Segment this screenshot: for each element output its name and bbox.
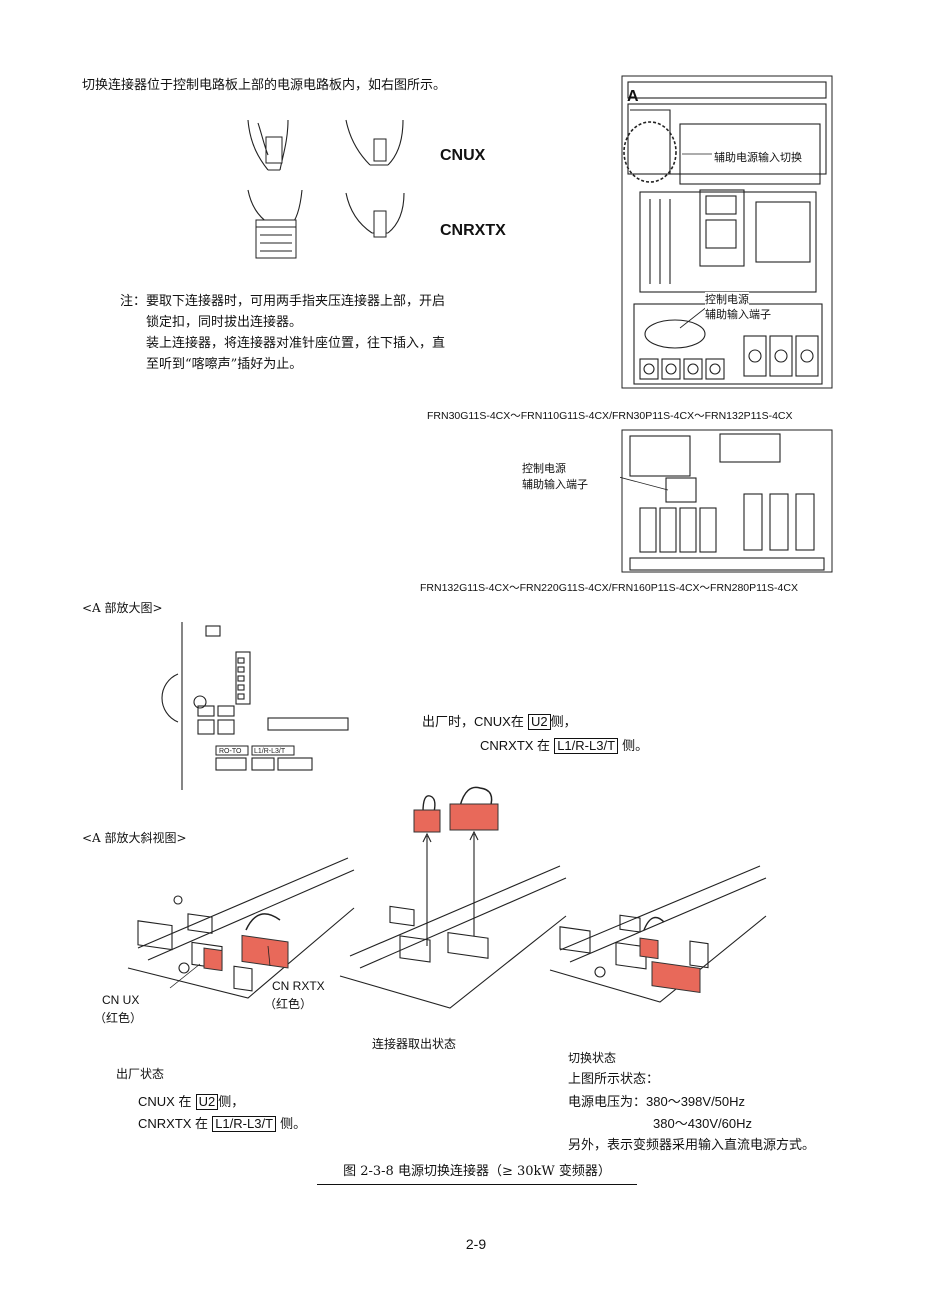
- label-cn-rxtx: CN RXTX: [272, 979, 325, 993]
- factory-setting-line-2: CNRXTX 在 L1/R-L3/T 侧。: [480, 738, 649, 754]
- intro-text: 切换连接器位于控制电路板上部的电源电路板内，如右图所示。: [82, 78, 447, 93]
- svg-text:RO-TO: RO-TO: [219, 748, 242, 755]
- oblique-removed-illustration: [339, 786, 567, 1009]
- label-red-2: （红色）: [264, 997, 313, 1011]
- page-number: 2-9: [465, 1236, 487, 1252]
- figure-label-a: A: [627, 88, 639, 105]
- figure-caption: 图 2-3-8 电源切换连接器（≥ 30kW 变频器）: [317, 1162, 637, 1185]
- factory-state-line-2: CNRXTX 在 L1/R-L3/T 侧。: [138, 1116, 307, 1132]
- detail-board-illustration: RO-TO L1/R-L3/T: [161, 622, 349, 790]
- voltage-line-2: 380～430V/60Hz: [653, 1116, 753, 1131]
- oblique-switched-illustration: [549, 865, 767, 1003]
- oblique-heading: <A 部放大斜视图>: [82, 831, 187, 845]
- note-line-2: 锁定扣，同时拔出连接器。: [146, 315, 303, 330]
- note-line-3: 装上连接器，将连接器对准针座位置，往下插入，直: [146, 336, 446, 351]
- label-red-1: （红色）: [94, 1011, 143, 1025]
- shown-state: 上图所示状态：: [568, 1072, 660, 1087]
- state-removed: 连接器取出状态: [372, 1037, 457, 1051]
- model-range-2: FRN132G11S-4CX～FRN220G11S-4CX/FRN160P11S…: [420, 582, 798, 594]
- state-switch: 切换状态: [568, 1051, 617, 1065]
- cnrxtx-label: CNRXTX: [440, 222, 506, 239]
- ctrl-power-label-top: 控制电源: [705, 292, 749, 307]
- oblique-factory-illustration: [127, 857, 355, 999]
- voltage-line-1: 电源电压为：380～398V/50Hz: [568, 1094, 746, 1110]
- state-factory: 出厂状态: [116, 1067, 165, 1081]
- cnux-label: CNUX: [440, 147, 486, 164]
- aux-switch-label: 辅助电源输入切换: [712, 150, 804, 165]
- u2-box-2: U2: [195, 1094, 219, 1110]
- note-line-4: 至听到“喀嚓声”插好为止。: [146, 357, 303, 372]
- note-line-1: 注：要取下连接器时，可用两手指夹压连接器上部，开启: [120, 294, 446, 309]
- model-range-1: FRN30G11S-4CX～FRN110G11S-4CX/FRN30P11S-4…: [427, 410, 793, 422]
- detail-heading: <A 部放大图>: [82, 601, 163, 615]
- cnux-hand-illustration: [247, 119, 405, 259]
- inverter-figure-top: [621, 75, 833, 389]
- label-cn-ux: CN UX: [102, 993, 140, 1007]
- aux-terminal-label-top: 辅助输入端子: [705, 307, 771, 322]
- dc-input-note: 另外，表示变频器采用输入直流电源方式。: [568, 1138, 816, 1153]
- l1r-box: L1/R-L3/T: [554, 738, 619, 754]
- aux-terminal-label-mid: 辅助输入端子: [522, 478, 588, 491]
- l1r-box-2: L1/R-L3/T: [212, 1116, 277, 1132]
- ctrl-power-label-mid: 控制电源: [522, 462, 566, 475]
- inverter-figure-bottom: [620, 429, 833, 573]
- svg-text:L1/R-L3/T: L1/R-L3/T: [254, 748, 286, 755]
- u2-box: U2: [528, 714, 551, 730]
